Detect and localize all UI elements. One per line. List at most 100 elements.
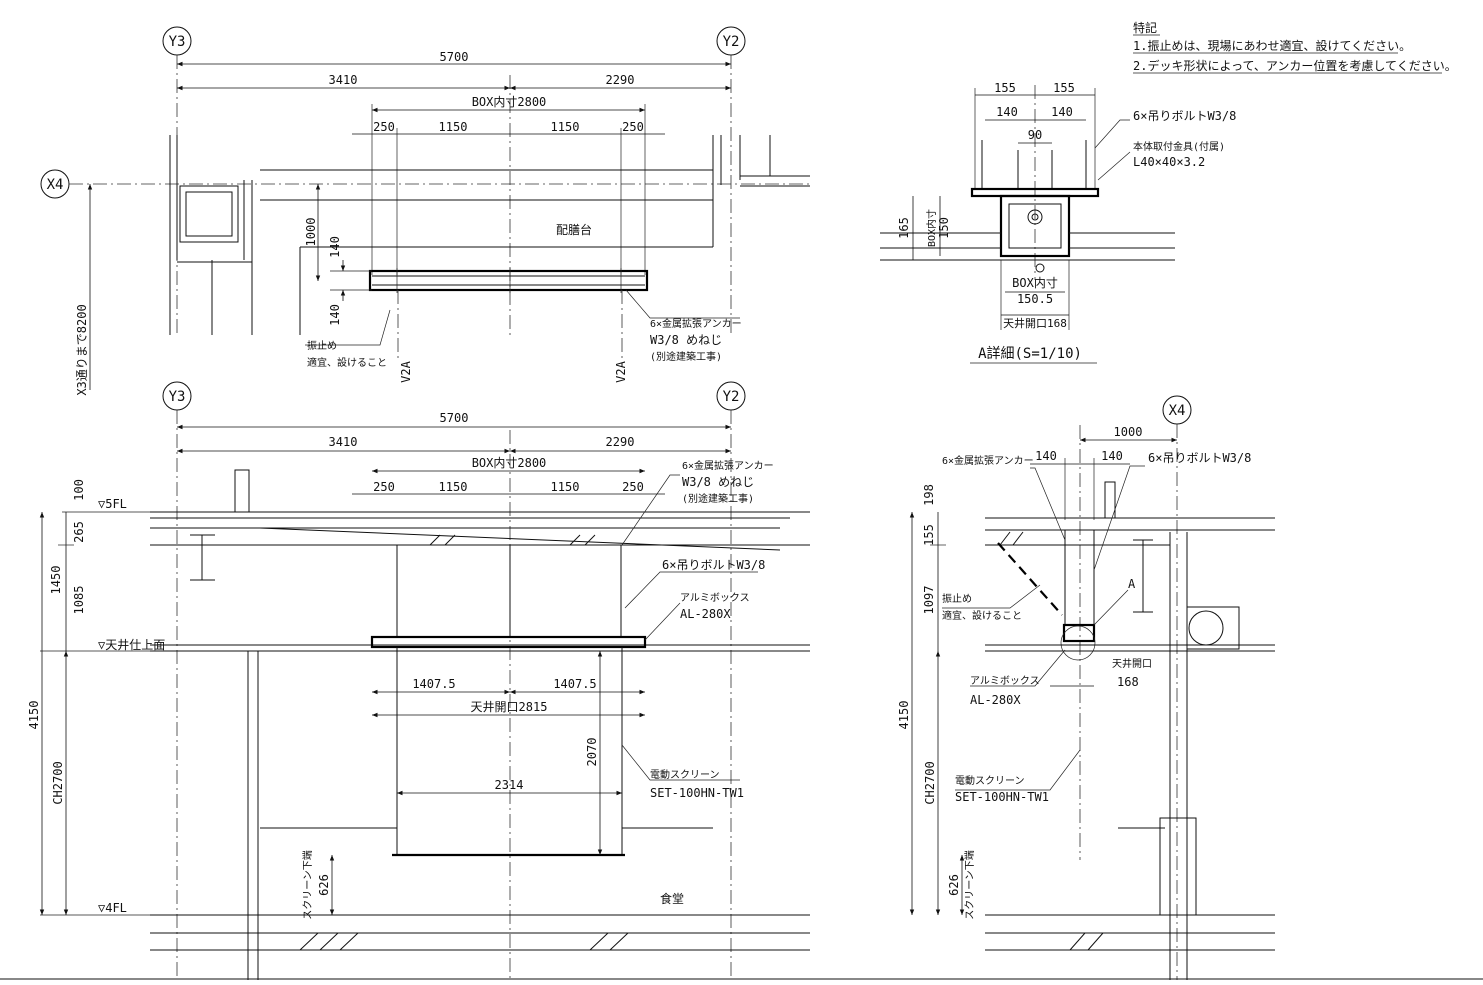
elev-dim-5700: 5700 bbox=[440, 411, 469, 425]
detail-dim-140a: 140 bbox=[996, 105, 1018, 119]
detail-dim-140b: 140 bbox=[1051, 105, 1073, 119]
elev-dim-250b: 250 bbox=[622, 480, 644, 494]
detail-dim-150: 150 bbox=[937, 217, 951, 239]
detail-opening-label: 天井開口168 bbox=[1003, 316, 1067, 330]
section-dim-626: 626 bbox=[947, 874, 961, 896]
section-dim-1000: 1000 bbox=[1114, 425, 1143, 439]
elev-dim-3410: 3410 bbox=[329, 435, 358, 449]
plan-anchor-label-1: 6×金属拡張アンカー bbox=[650, 317, 742, 330]
plan-anchor-label-3: (別途建築工事) bbox=[650, 350, 722, 363]
plan-section-mark-a: V2A bbox=[399, 360, 413, 382]
elev-dim-1150a: 1150 bbox=[439, 480, 468, 494]
plan-section-mark-b: V2A bbox=[614, 360, 628, 382]
elev-anchor-label-1: 6×金属拡張アンカー bbox=[682, 459, 774, 472]
elev-dim-4150: 4150 bbox=[27, 701, 41, 730]
section-screen-label-1: 電動スクリーン bbox=[955, 774, 1025, 787]
elev-screen-label-2: SET-100HN-TW1 bbox=[650, 786, 744, 800]
plan-dim-5700: 5700 bbox=[440, 50, 469, 64]
elev-level-5fl: ▽5FL bbox=[98, 497, 127, 511]
detail-bracket-label-2: L40×40×3.2 bbox=[1133, 155, 1205, 169]
section-box-label-2: AL-280X bbox=[970, 693, 1021, 707]
detail-box-inner-label: BOX内寸 bbox=[1012, 276, 1058, 290]
section-dim-ch2700: CH2700 bbox=[923, 761, 937, 804]
plan-dim-3410: 3410 bbox=[329, 73, 358, 87]
detail-dim-155b: 155 bbox=[1053, 81, 1075, 95]
elev-opening-label: 天井開口2815 bbox=[471, 700, 548, 714]
notes-heading: 特記 bbox=[1133, 20, 1157, 35]
elev-box-label-1: アルミボックス bbox=[680, 592, 750, 604]
detail-dim-90: 90 bbox=[1028, 128, 1042, 142]
elev-dim-1450: 1450 bbox=[49, 566, 63, 595]
elev-level-4fl: ▽4FL bbox=[98, 901, 127, 915]
elev-level-ceiling: ▽天井仕上面 bbox=[98, 638, 165, 652]
elev-dim-1150b: 1150 bbox=[551, 480, 580, 494]
notes-block: 特記 1.振止めは、現場にあわせ適宜、設けてください。 2.デッキ形状によって、… bbox=[1133, 20, 1457, 74]
detail-bolt-label: 6×吊りボルトW3/8 bbox=[1133, 109, 1236, 123]
plan-dim-250a: 250 bbox=[373, 120, 395, 134]
detail-dim-165: 165 bbox=[897, 217, 911, 239]
elev-dim-2070: 2070 bbox=[585, 738, 599, 767]
section-opening-label-2: 168 bbox=[1117, 675, 1139, 689]
grid-label-y2-elev: Y2 bbox=[723, 389, 740, 405]
plan-dim-1000: 1000 bbox=[304, 218, 318, 247]
section-dim-198: 198 bbox=[922, 484, 936, 506]
grid-label-y3-plan: Y3 bbox=[169, 34, 186, 50]
plan-room-label: 配膳台 bbox=[556, 222, 592, 237]
plan-dim-140a: 140 bbox=[328, 236, 342, 258]
section-bolt-label: 6×吊りボルトW3/8 bbox=[1148, 451, 1251, 465]
section-dim-1097: 1097 bbox=[922, 586, 936, 615]
plan-brace-label-2: 適宜、設けること bbox=[307, 356, 387, 369]
elev-dim-box2800: BOX内寸2800 bbox=[472, 456, 547, 470]
elev-dim-2290: 2290 bbox=[606, 435, 635, 449]
section-a-label: A bbox=[1128, 577, 1136, 591]
elev-screen-label-1: 電動スクリーン bbox=[650, 768, 720, 781]
section-screen-bottom-label: スクリーン下端 bbox=[963, 850, 976, 920]
note-item-2: 2.デッキ形状によって、アンカー位置を考慮してください。 bbox=[1133, 58, 1457, 73]
plan-brace-label-1: 振止め bbox=[307, 339, 337, 352]
section-dim-140a: 140 bbox=[1035, 449, 1057, 463]
grid-label-y3-elev: Y3 bbox=[169, 389, 186, 405]
elev-bolt-label: 6×吊りボルトW3/8 bbox=[662, 558, 765, 572]
note-item-1: 1.振止めは、現場にあわせ適宜、設けてください。 bbox=[1133, 38, 1411, 53]
elev-screen-bottom-label: スクリーン下端 bbox=[301, 850, 314, 920]
section-anchor-label: 6×金属拡張アンカー bbox=[942, 454, 1034, 467]
section-box-label-1: アルミボックス bbox=[970, 675, 1040, 687]
elevation-view: Y3 Y2 5700 3410 2290 BOX内寸2800 250 1150 … bbox=[27, 381, 810, 980]
section-brace-label-1: 振止め bbox=[942, 592, 972, 605]
plan-view: Y3 Y2 X4 5700 3410 2290 BOX内寸2800 250 11… bbox=[40, 26, 810, 396]
plan-anchor-label-2: W3/8 めねじ bbox=[650, 333, 722, 347]
grid-label-x4-plan: X4 bbox=[47, 177, 64, 193]
section-dim-4150: 4150 bbox=[897, 701, 911, 730]
plan-dim-140b: 140 bbox=[328, 304, 342, 326]
elev-dim-626: 626 bbox=[317, 874, 331, 896]
plan-dim-1150a: 1150 bbox=[439, 120, 468, 134]
section-dim-155: 155 bbox=[922, 524, 936, 546]
section-screen-label-2: SET-100HN-TW1 bbox=[955, 790, 1049, 804]
grid-label-y2-plan: Y2 bbox=[723, 34, 740, 50]
detail-title: A詳細(S=1/10) bbox=[978, 346, 1082, 362]
elev-dim-2314: 2314 bbox=[495, 778, 524, 792]
elev-dim-1085: 1085 bbox=[72, 586, 86, 615]
elev-anchor-label-2: W3/8 めねじ bbox=[682, 475, 754, 489]
detail-bracket-label-1: 本体取付金具(付属) bbox=[1133, 140, 1225, 153]
section-opening-label-1: 天井開口 bbox=[1112, 657, 1152, 670]
elev-dim-100: 100 bbox=[72, 479, 86, 501]
plan-dim-250b: 250 bbox=[622, 120, 644, 134]
elev-dim-250a: 250 bbox=[373, 480, 395, 494]
elev-dim-265: 265 bbox=[72, 521, 86, 543]
elev-anchor-label-3: (別途建築工事) bbox=[682, 492, 754, 505]
section-brace-label-2: 適宜、設けること bbox=[942, 609, 1022, 622]
elev-dim-1407-5b: 1407.5 bbox=[553, 677, 596, 691]
section-dim-140b: 140 bbox=[1101, 449, 1123, 463]
section-view: X4 1000 140 140 bbox=[897, 395, 1275, 980]
plan-dim-x3-8200: X3通りまで8200 bbox=[75, 304, 89, 395]
plan-dim-1150b: 1150 bbox=[551, 120, 580, 134]
plan-dim-box2800: BOX内寸2800 bbox=[472, 95, 547, 109]
grid-label-x4-section: X4 bbox=[1169, 403, 1186, 419]
elev-dim-1407-5a: 1407.5 bbox=[412, 677, 455, 691]
elev-room-label: 食堂 bbox=[660, 891, 684, 906]
elev-box-label-2: AL-280X bbox=[680, 607, 731, 621]
elev-dim-ch2700: CH2700 bbox=[51, 761, 65, 804]
plan-dim-2290: 2290 bbox=[606, 73, 635, 87]
